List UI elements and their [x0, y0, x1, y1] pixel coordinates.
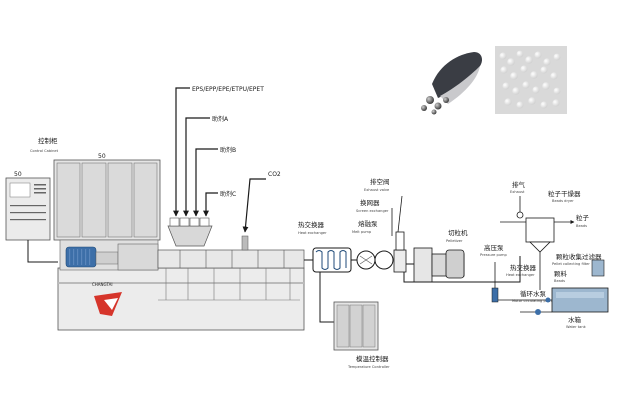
exhaust-en-label: Exhaust — [510, 190, 525, 194]
heat-exchanger-small-label: 热交换器 — [510, 263, 537, 272]
cabinet-tag-right: 50 — [98, 153, 106, 160]
barrel — [157, 249, 305, 269]
motor-pump-label: 循环水泵 — [520, 289, 547, 298]
shoe-photo — [420, 44, 485, 116]
pressure-pump-en-label: Pressure pump — [480, 253, 508, 257]
heat-exchanger-en-label: Heat exchanger — [298, 231, 327, 235]
pelletizer: 切粒机 Pelletizer — [403, 228, 521, 283]
water-tank — [551, 287, 609, 313]
heat-exchanger: 热交换器 Heat exchanger — [298, 220, 358, 273]
pellet-en-label: Beads — [554, 279, 565, 283]
exhaust-valve-en-label: Exhaust valve — [364, 188, 390, 192]
pellet-label: 颗料 — [554, 269, 568, 278]
water-tank-label: 水箱 — [568, 315, 582, 324]
temperature-controller: 模温控制器 Temperature Controller — [319, 272, 390, 369]
control-cabinet-en-label: Control Cabinet — [30, 149, 59, 153]
heat-exchanger-small-en-label: Heat exchanger — [506, 273, 535, 277]
filter-label: 颗粒收集过滤器 — [556, 252, 602, 261]
pressure-pump-label: 高压泵 — [484, 243, 504, 252]
gearbox — [117, 243, 159, 271]
co2-label: CO2 — [268, 171, 281, 178]
pelletizer-en-label: Pelletizer — [446, 239, 463, 243]
filter-en-label: Pellet collecting filter — [552, 262, 590, 266]
white-beads-photo — [495, 46, 567, 114]
dryer — [525, 217, 555, 243]
additive-b-label: 助剂B — [220, 146, 236, 154]
temperature-controller-label: 模温控制器 — [356, 354, 389, 363]
heat-exchanger-label: 热交换器 — [298, 220, 325, 229]
control-cabinet-label: 控制柜 — [38, 136, 58, 145]
exhaust-label: 排气 — [512, 180, 526, 189]
water-tank-en-label: Water tank — [566, 325, 587, 329]
temperature-controller-en-label: Temperature Controller — [347, 365, 390, 369]
melt-pump-en-label: Melt pump — [352, 230, 372, 234]
motor-pump-en-label: Motor circulating pump — [512, 299, 555, 303]
additive-a-label: 助剂A — [212, 115, 229, 123]
brand-logo: CHANGTAI — [92, 282, 122, 316]
exhaust-valve-label: 排空阀 — [370, 177, 390, 186]
beads-out-en-label: Beads — [576, 224, 587, 228]
additive-c-label: 助剂C — [220, 190, 236, 198]
material-feed: EPS/EPP/EPE/ETPU/EPET 助剂A 助剂B 助剂C CO2 — [173, 86, 281, 233]
brand-text: CHANGTAI — [92, 282, 113, 287]
hopper — [167, 225, 213, 247]
control-cabinet: 控制柜 Control Cabinet 50 50 — [5, 136, 161, 241]
melt-pump-section: 熔融泵 Melt pump 换网器 Screen exchanger 排空阀 E… — [352, 177, 414, 273]
water-circuit: 高压泵 Pressure pump 热交换器 Heat exchanger 排气… — [480, 180, 609, 329]
beads-out-label: 粒子 — [576, 213, 590, 222]
dryer-en-label: Beads dryer — [552, 199, 574, 203]
dryer-label: 粒子干燥器 — [548, 189, 581, 198]
screen-changer-en-label: Screen exchanger — [356, 209, 389, 213]
extruder: CHANGTAI — [27, 217, 305, 331]
melt-pump-label: 熔融泵 — [358, 219, 378, 228]
screen-changer-label: 换网器 — [360, 198, 380, 207]
cabinet-tag-left: 50 — [14, 171, 22, 178]
materials-label: EPS/EPP/EPE/ETPU/EPET — [192, 86, 264, 93]
pelletizer-label: 切粒机 — [448, 228, 468, 237]
